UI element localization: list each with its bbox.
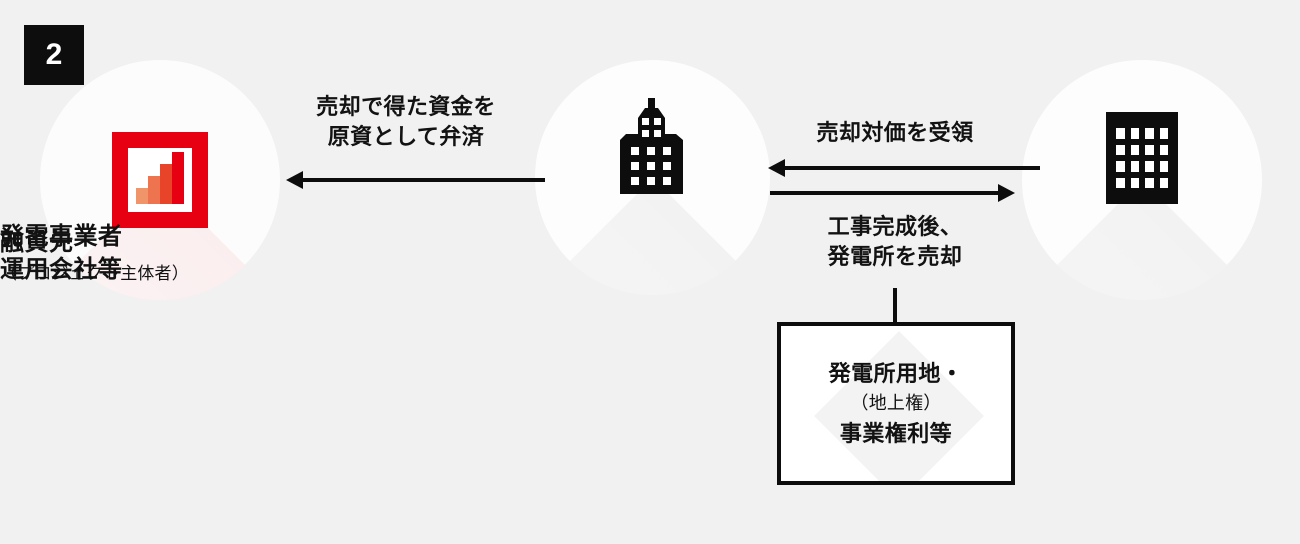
sale-caption-line2: 発電所を売却 [827,244,963,270]
borrower-long-shadow [535,178,770,295]
sale-caption-line1: 工事完成後、 [827,214,963,239]
proceeds-arrow-line [785,166,1040,170]
repayment-caption-line1: 売却で得た資金を [316,94,496,119]
office-window-grid [1106,112,1178,204]
office-tower-icon [606,98,698,194]
chart-bar-4 [172,152,184,204]
sale-caption: 工事完成後、 発電所を売却 [770,212,1020,273]
step-number-badge: 2 [24,25,84,85]
repayment-arrow-line [303,178,545,182]
chart-bar-1 [136,188,148,204]
bar-chart-bars [128,148,192,212]
bar-chart-icon [112,132,208,228]
repayment-caption-line2: 原資として弁済 [327,124,485,150]
office-building-icon [1106,112,1178,204]
sale-arrow-line [770,191,998,195]
chart-bar-3 [160,164,172,204]
asset-box-line3: 事業権利等 [839,421,953,447]
asset-box: 発電所用地・ （地上権） 事業権利等 [777,322,1015,485]
sale-arrow-head [998,184,1015,202]
proceeds-arrow-head [768,159,785,177]
chart-bar-2 [148,176,160,204]
asset-box-connector [893,288,897,324]
asset-box-line2: （地上権） [850,392,942,413]
proceeds-caption: 売却対価を受領 [816,120,974,145]
repayment-arrow-head [286,171,303,189]
asset-box-line1: 発電所用地・ [828,360,964,386]
repayment-caption: 売却で得た資金を 原資として弁済 [278,92,534,153]
